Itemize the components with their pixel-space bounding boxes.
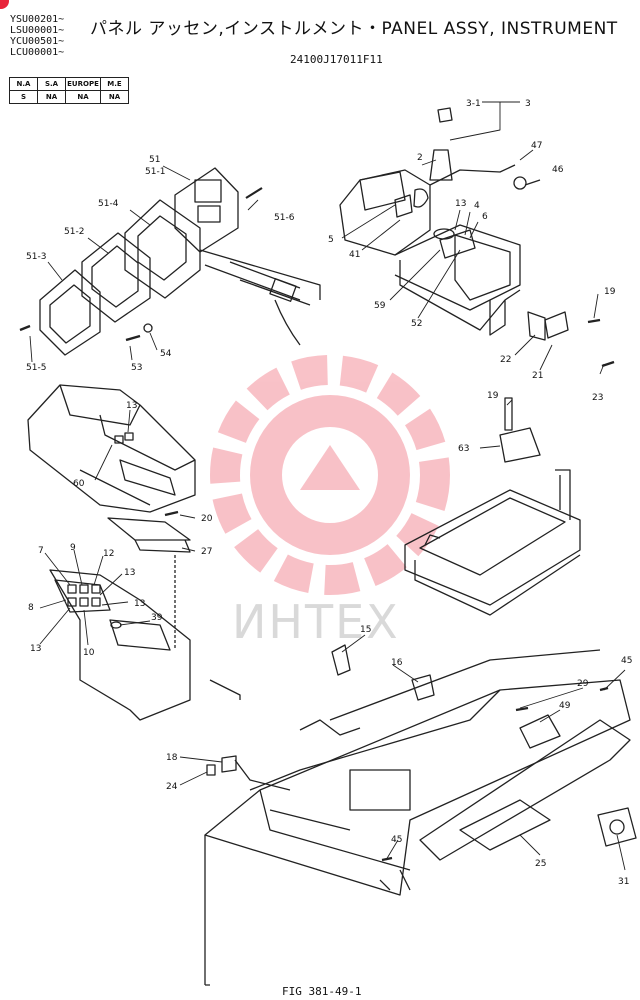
callout-label: 23 (592, 393, 603, 403)
applicability-value: NA (65, 90, 101, 104)
applicability-value-row: S NA NA NA (9, 90, 129, 104)
page-title: パネル アッセン,インストルメント・PANEL ASSY, INSTRUMENT (90, 19, 618, 39)
callout-label: 51-1 (145, 167, 165, 177)
callout-label: 39 (151, 613, 163, 623)
applicability-value: NA (37, 90, 66, 104)
callout-label: 13 (455, 199, 466, 209)
mounting-bracket-group (404, 397, 581, 616)
callout-label: 13 (126, 401, 137, 411)
callout-label: 47 (531, 141, 542, 151)
callout-labels: 3-1 3 2 47 46 13 4 6 5 41 59 52 19 22 21… (26, 99, 632, 887)
serial-range: LSU00001~ (10, 25, 65, 36)
callout-label: 3 (525, 99, 531, 109)
callout-label: 24 (166, 782, 178, 792)
callout-label: 52 (411, 319, 422, 329)
callout-label: 25 (535, 859, 546, 869)
serial-range: YCU00501~ (10, 36, 65, 47)
figure-number: FIG 381-49-1 (282, 985, 362, 998)
meter-cluster-group (19, 167, 321, 356)
callout-label: 5 (328, 235, 334, 245)
floor-frame-group (204, 644, 637, 986)
applicability-value: NA (100, 90, 129, 104)
callout-label: 20 (201, 514, 213, 524)
watermark-text: ИНТЕХ (232, 595, 400, 649)
callout-label: 45 (621, 656, 632, 666)
callout-label: 51-3 (26, 252, 46, 262)
callout-label: 15 (360, 625, 371, 635)
corner-badge (0, 0, 9, 9)
callout-label: 51-4 (98, 199, 119, 209)
callout-label: 10 (83, 648, 95, 658)
callout-label: 4 (474, 201, 480, 211)
serial-range: YSU00201~ (10, 14, 65, 25)
callout-label: 51-6 (274, 213, 295, 223)
callout-label: 41 (349, 250, 360, 260)
callout-label: 29 (577, 679, 589, 689)
callout-label: 7 (38, 546, 44, 556)
callout-label: 53 (131, 363, 142, 373)
callout-label: 13 (124, 568, 135, 578)
callout-label: 45 (391, 835, 402, 845)
callout-label: 63 (458, 444, 469, 454)
serial-range-list: YSU00201~ LSU00001~ YCU00501~ LCU00001~ (10, 14, 64, 58)
switch-panel-group (49, 510, 241, 721)
callout-label: 22 (500, 355, 511, 365)
callout-label: 19 (487, 391, 499, 401)
callout-label: 19 (604, 287, 616, 297)
callout-label: 51 (149, 155, 160, 165)
callout-label: 21 (532, 371, 543, 381)
callout-label: 9 (70, 543, 76, 553)
upper-console-group (339, 107, 615, 368)
serial-range: LCU00001~ (10, 47, 65, 58)
leader-lines (29, 101, 626, 871)
watermark-gear-logo (210, 355, 450, 595)
callout-label: 6 (482, 212, 488, 222)
callout-label: 13 (30, 644, 41, 654)
callout-label: 3-1 (466, 99, 481, 109)
callout-label: 54 (160, 349, 172, 359)
callout-label: 51-2 (64, 227, 84, 237)
callout-label: 59 (374, 301, 386, 311)
callout-label: 18 (166, 753, 178, 763)
callout-label: 2 (417, 153, 423, 163)
callout-label: 13 (134, 599, 145, 609)
callout-label: 60 (73, 479, 85, 489)
callout-label: 46 (552, 165, 564, 175)
callout-label: 31 (618, 877, 629, 887)
center-console-group (27, 384, 196, 513)
part-number: 24100J17011F11 (290, 53, 383, 66)
callout-label: 12 (103, 549, 114, 559)
callout-label: 51-5 (26, 363, 46, 373)
callout-label: 49 (559, 701, 571, 711)
callout-label: 16 (391, 658, 403, 668)
callout-label: 27 (201, 547, 212, 557)
callout-label: 8 (28, 603, 34, 613)
applicability-table: N.A S.A EUROPE M.E S NA NA NA (9, 77, 129, 104)
